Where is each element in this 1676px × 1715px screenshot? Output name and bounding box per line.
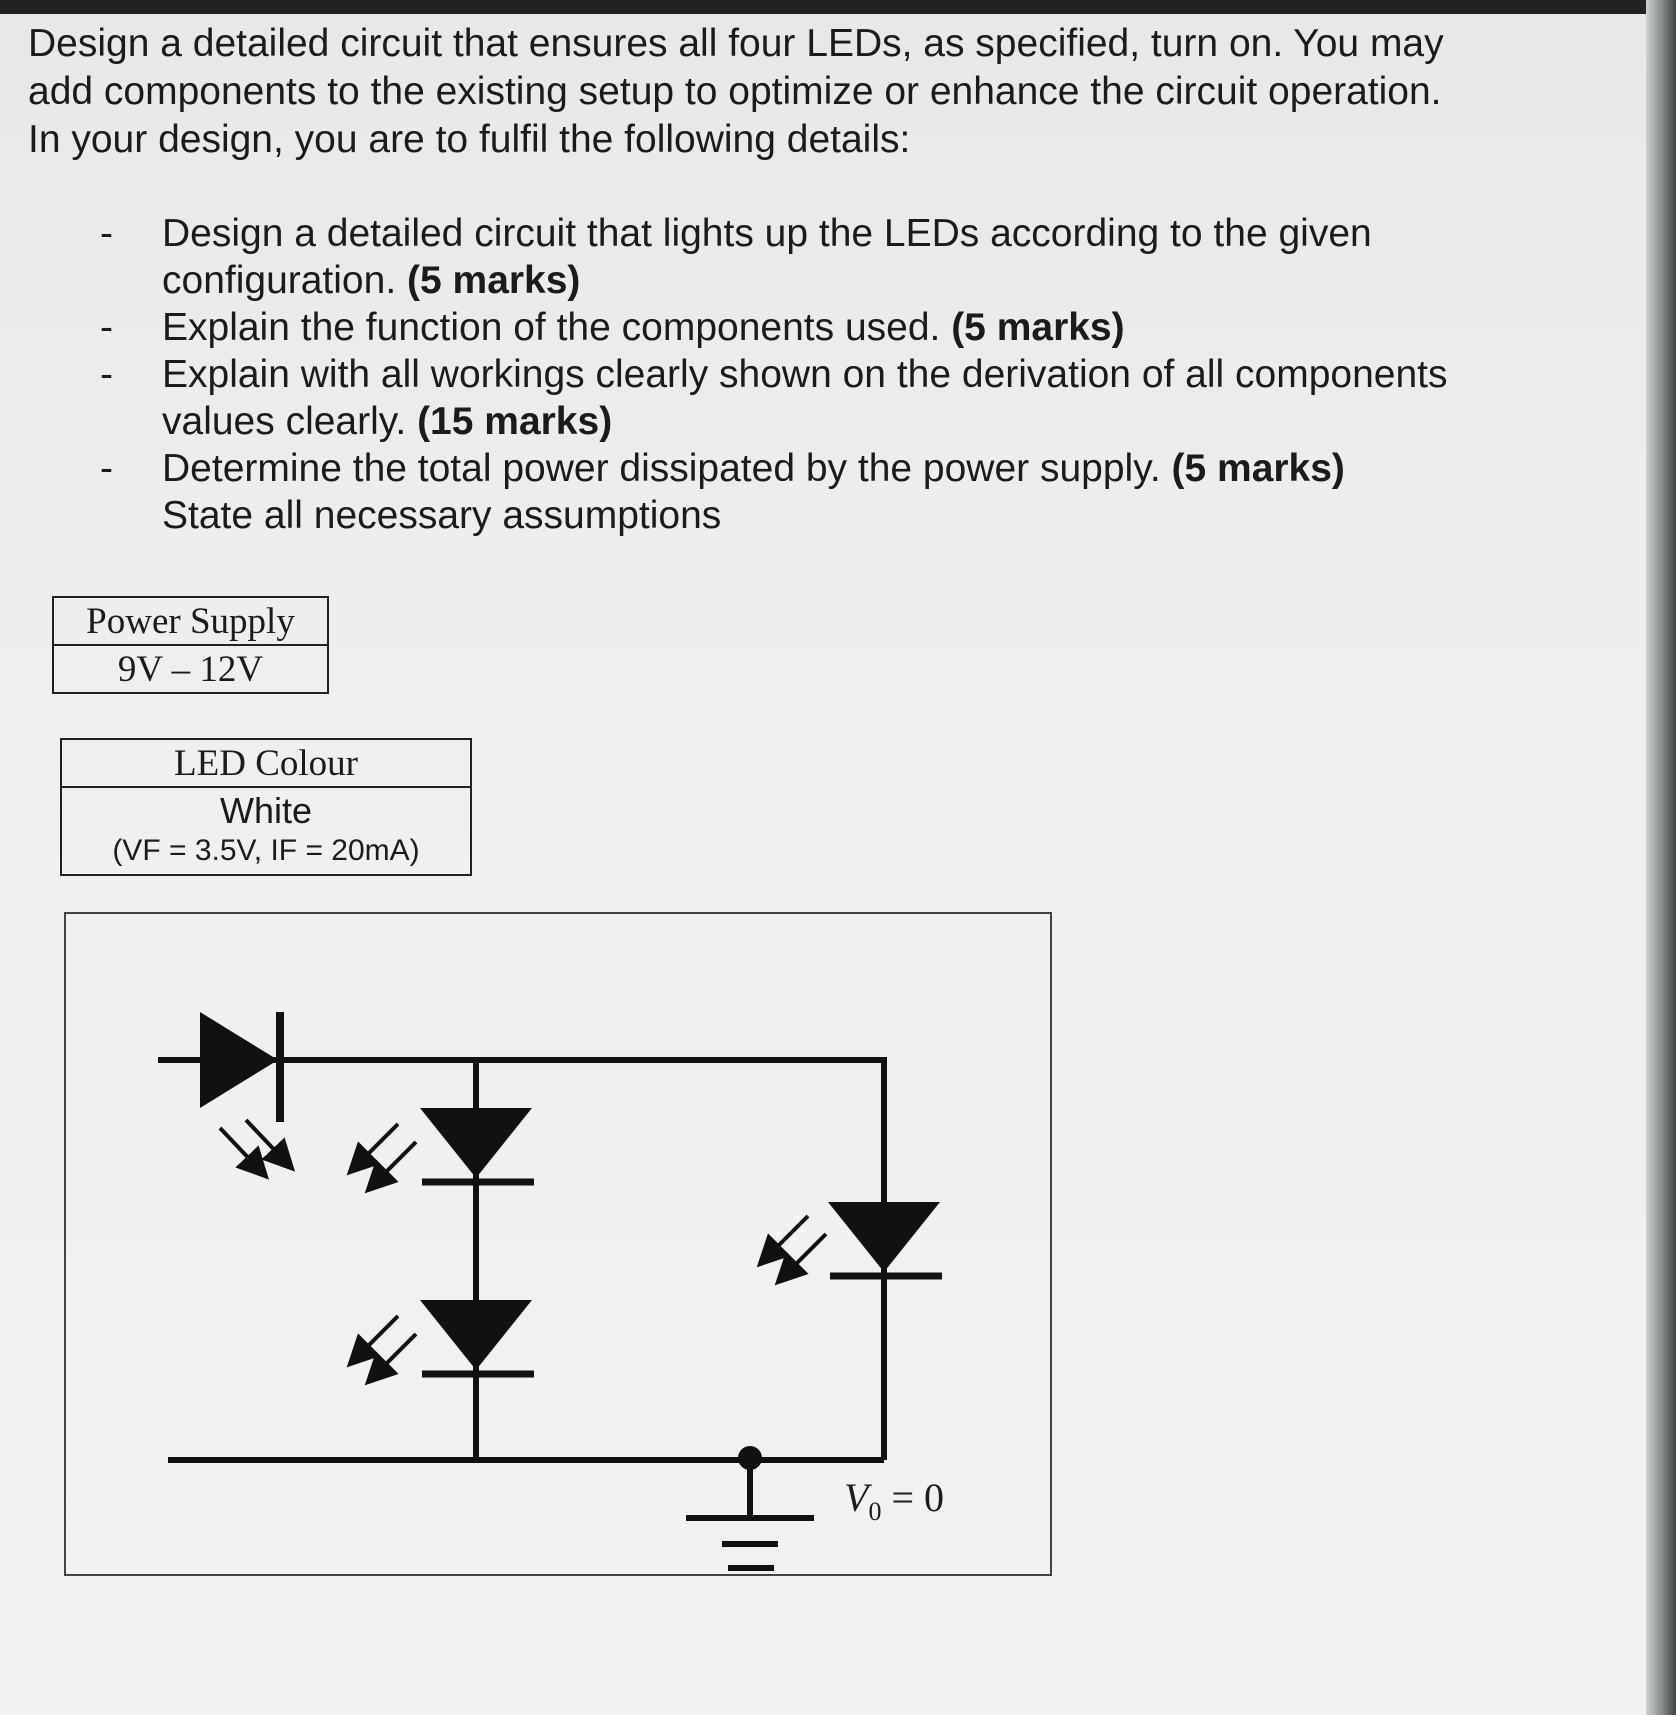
bullet-dash: - [100, 212, 113, 255]
led-colour-value: White [219, 790, 313, 831]
ground-node [738, 1446, 762, 1470]
task-item: - Design a detailed circuit that lights … [100, 210, 1550, 304]
led-colour-cell: White (VF = 3.5V, IF = 20mA) [60, 786, 472, 876]
task-text: Explain with all workings clearly shown … [162, 353, 1448, 443]
led-colour-header: LED Colour [60, 738, 472, 788]
task-text: Determine the total power dissipated by … [162, 447, 1161, 490]
task-text: Design a detailed circuit that lights up… [162, 212, 1372, 302]
power-supply-table: Power Supply 9V – 12V [52, 596, 329, 694]
question-intro: Design a detailed circuit that ensures a… [28, 20, 1588, 164]
task-marks: (5 marks) [1171, 447, 1345, 490]
bullet-dash: - [100, 306, 113, 349]
led-2-icon [346, 1108, 534, 1194]
intro-line-1: Design a detailed circuit that ensures a… [28, 22, 1444, 65]
task-marks: (5 marks) [951, 306, 1125, 349]
led-colour-table: LED Colour White (VF = 3.5V, IF = 20mA) [60, 738, 472, 876]
task-list: - Design a detailed circuit that lights … [100, 210, 1550, 539]
screen-right-edge [1646, 0, 1676, 1715]
power-supply-value: 9V – 12V [52, 644, 329, 694]
task-item: - Determine the total power dissipated b… [100, 445, 1550, 539]
led-spec: (VF = 3.5V, IF = 20mA) [112, 834, 420, 867]
bullet-dash: - [100, 447, 113, 490]
task-text: Explain the function of the components u… [162, 306, 941, 349]
ground-label-eq: = 0 [881, 1475, 944, 1520]
power-supply-header: Power Supply [52, 596, 329, 646]
ground-label-var: V [844, 1475, 869, 1520]
ground-label-sub: 0 [868, 1497, 882, 1526]
task-item: - Explain with all workings clearly show… [100, 351, 1550, 445]
ground-voltage-label: V0 = 0 [844, 1474, 944, 1527]
led-1-icon [200, 1012, 296, 1180]
screen-top-edge [0, 0, 1676, 14]
led-3-icon [346, 1300, 534, 1386]
circuit-diagram-frame [64, 912, 1052, 1576]
intro-line-2: add components to the existing setup to … [28, 70, 1442, 113]
task-marks: (5 marks) [407, 259, 581, 302]
assumptions-note: State all necessary assumptions [162, 494, 722, 537]
intro-line-3: In your design, you are to fulfil the fo… [28, 118, 911, 161]
bullet-dash: - [100, 353, 113, 396]
task-marks: (15 marks) [417, 400, 613, 443]
led-4-icon [756, 1202, 942, 1286]
task-item: - Explain the function of the components… [100, 304, 1550, 351]
